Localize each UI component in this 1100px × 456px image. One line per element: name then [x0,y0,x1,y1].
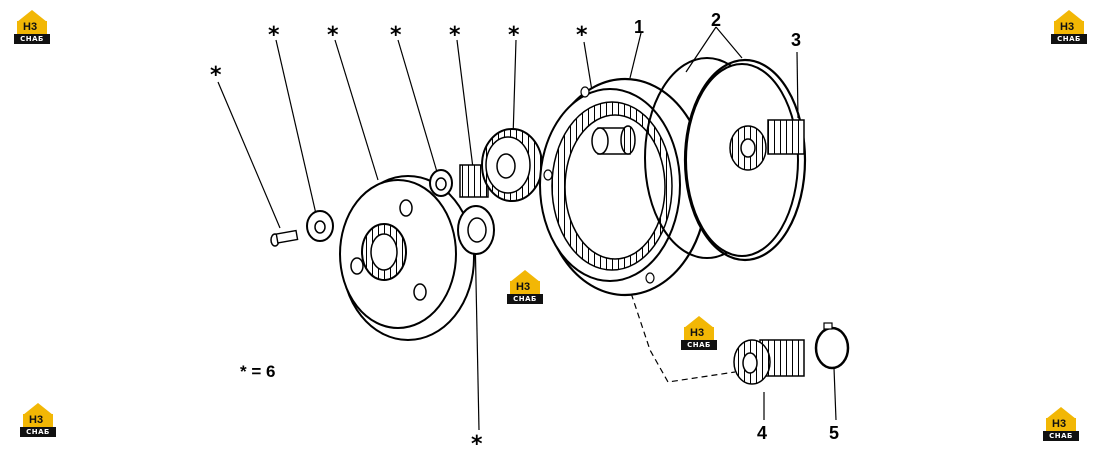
label-part-5: 5 [829,423,839,443]
sun-gear [733,339,805,385]
thrust-washer-upper [429,169,453,197]
watermark-logo: H3 CHAБ [20,403,56,437]
snap-ring [814,322,850,370]
housing-drum [685,63,805,257]
watermark-logo: H3 CHAБ [1043,407,1079,441]
planet-gear [459,128,543,202]
star-callout-thrust-washer: * [390,23,402,48]
planet-carrier [339,175,475,341]
quantity-legend: * = 6 [240,362,275,381]
star-callout-washer: * [268,23,280,48]
label-part-1: 1 [634,17,644,37]
label-part-2: 2 [711,10,721,30]
leader-lines [217,26,837,431]
star-callout-lower-washer: * [471,432,483,451]
star-callout-planet-gear: * [508,23,520,48]
star-callout-pin: * [576,23,588,48]
planet-shaft [591,125,636,155]
star-callout-bolt: * [210,63,222,88]
bolt [270,229,299,247]
watermark-logo: H3 CHAБ [681,316,717,350]
watermark-logo: H3 CHAБ [14,10,50,44]
small-washer [306,210,334,242]
star-callout-shaft: * [449,23,461,48]
label-part-4: 4 [757,423,767,443]
watermark-logo: H3 CHAБ [507,270,543,304]
ring-gear [539,77,709,297]
label-part-3: 3 [791,30,801,50]
star-callout-carrier: * [327,23,339,48]
thrust-washer-lower [457,205,495,255]
watermark-logo: H3 CHAБ [1051,10,1087,44]
